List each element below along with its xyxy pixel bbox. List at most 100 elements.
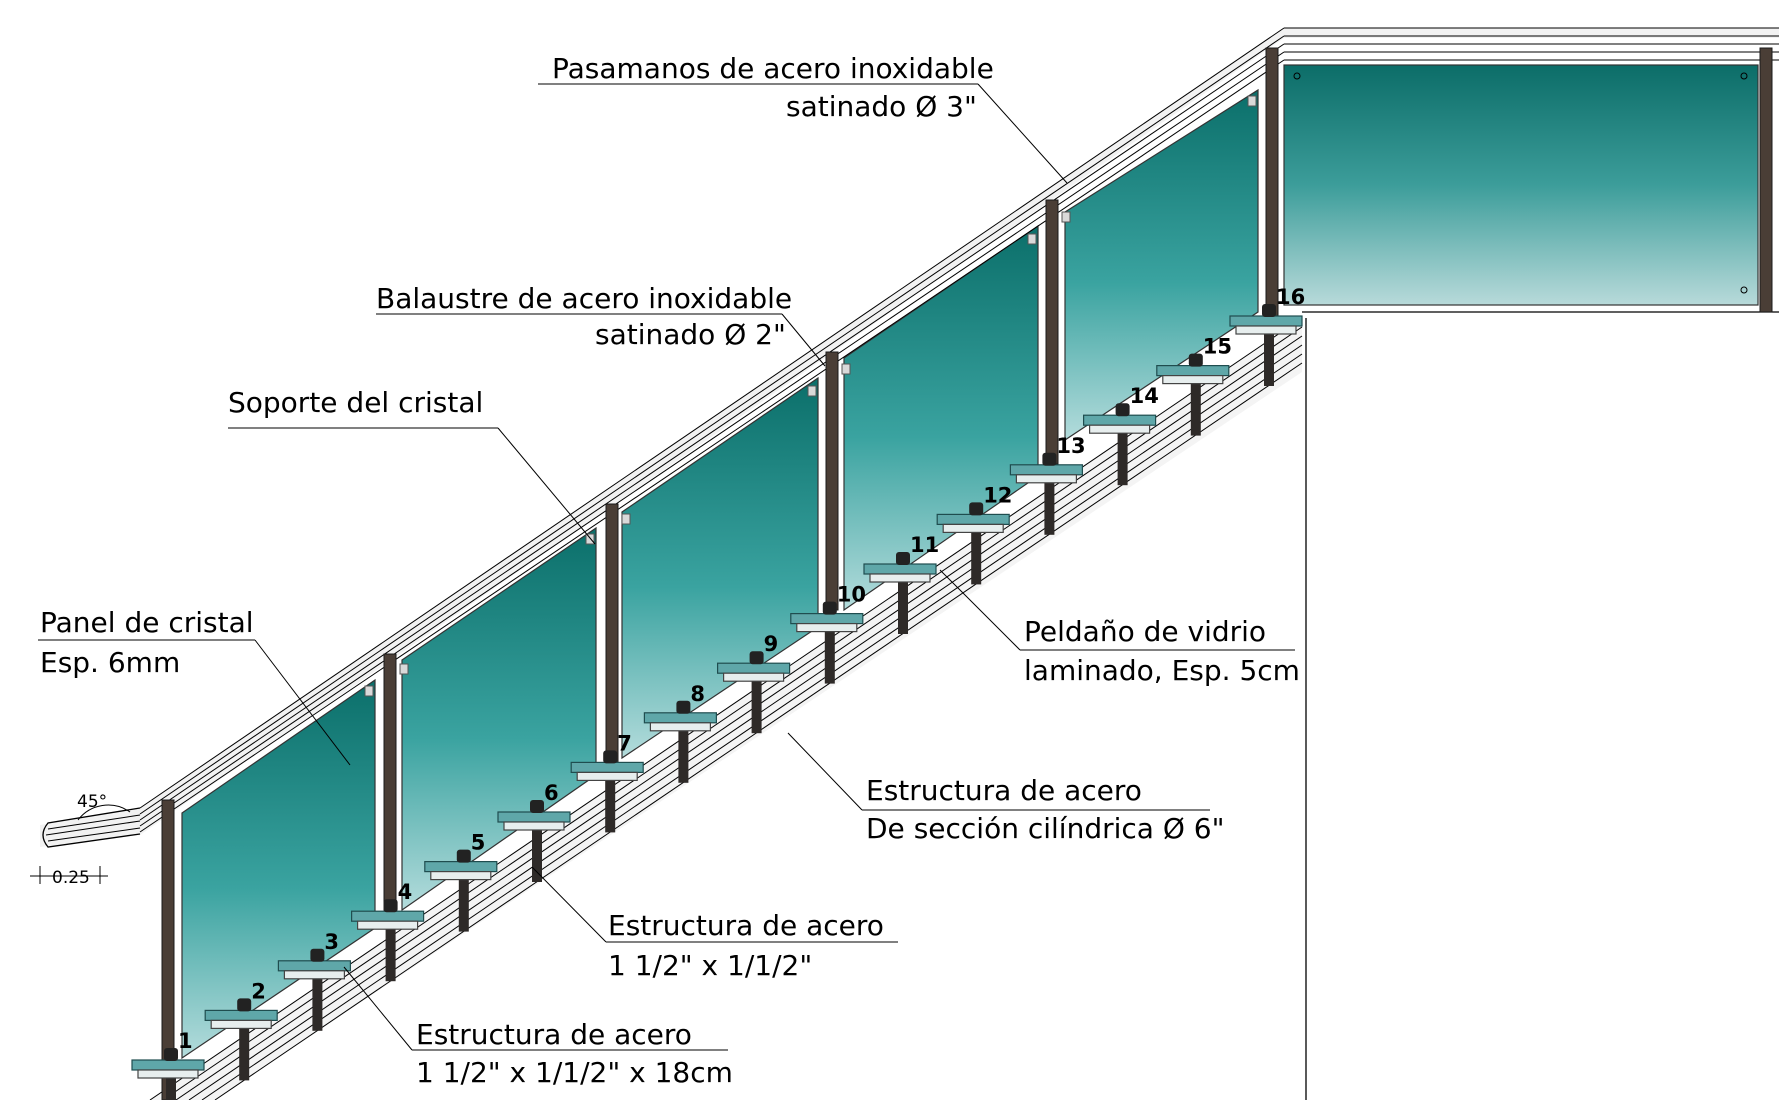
tread-glass-top [643,712,718,724]
tread-support-plate [1162,375,1224,385]
baluster [161,799,175,1100]
tread-steel-stem [1117,433,1128,486]
tread-support-plate [137,1069,199,1079]
tread-steel-stem [532,830,542,882]
baluster [825,351,839,611]
tread-support-plate [576,771,638,782]
tread-steel-stem [312,978,323,1031]
tread-steel-stem [971,532,982,585]
tread-steel-stem [678,730,689,783]
handrail [40,27,1779,848]
step-number: 16 [1276,285,1305,309]
label-glass-panel-line2: Esp. 6mm [40,646,180,679]
tread-support-plate [942,523,1004,534]
tread-bolt [603,750,618,764]
step-number: 11 [910,533,939,557]
tread-glass-top [716,662,791,674]
step-number: 7 [617,731,632,755]
tread-steel-stem [385,929,396,982]
tread-bolt [822,601,837,615]
tread-support-plate [869,573,931,583]
tread-glass-top [424,860,498,873]
baluster [1265,47,1279,325]
tread-bolt [676,700,691,714]
step-number: 15 [1203,335,1232,359]
tread-bolt [969,502,984,516]
glass-tread: 11 [863,533,939,634]
tread-steel-stem [605,780,616,833]
tread-support-plate [430,870,492,881]
tread-bolt [896,552,910,565]
tread-steel-stem [166,1078,176,1100]
tread-support-plate [283,970,345,980]
glass-tread: 7 [570,731,644,833]
label-glass-support: Soporte del cristal [228,386,483,419]
glass-tread: 16 [1229,285,1305,386]
tread-steel-stem [751,681,762,734]
tread-bolt [1262,304,1276,317]
label-base-structure-line1: Estructura de acero [416,1018,692,1051]
glass-tread: 3 [277,930,351,1031]
glass-tread: 15 [1156,335,1232,436]
tread-glass-top [131,1059,205,1071]
tread-support-plate [1015,474,1078,484]
baluster [1759,47,1773,313]
tread-steel-stem [1190,383,1201,436]
label-step-line2: laminado, Esp. 5cm [1024,654,1300,687]
glass-tread: 13 [1009,434,1086,535]
label-main-structure-line1: Estructura de acero [866,774,1142,807]
tread-bolt [1042,452,1057,466]
tread-support-plate [649,722,712,732]
baluster [605,503,619,777]
label-post-structure-line1: Estructura de acero [608,909,884,942]
glass-panel [1064,88,1259,442]
glass-tread: 5 [424,831,498,932]
tread-support-plate [357,920,419,930]
tread-bolt [1188,353,1203,367]
step-number: 2 [251,979,266,1003]
glass-tread: 4 [351,880,425,982]
tread-glass-top [497,811,571,823]
tread-support-plate [1088,424,1151,434]
step-number: 14 [1130,384,1159,408]
step-number: 5 [471,831,486,855]
leader-lines [38,83,1295,1051]
step-number: 9 [764,632,779,656]
tread-steel-stem [898,582,908,634]
tread-glass-top [1156,365,1230,377]
tread-support-plate [503,821,565,831]
step-number: 3 [324,930,339,954]
glass-tread: 2 [204,979,278,1081]
step-number: 6 [544,781,559,805]
tread-bolt [456,849,471,863]
tread-support-plate [722,672,785,682]
tread-support-plate [1235,325,1297,335]
label-baluster-line2: satinado Ø 2" [595,318,786,351]
landing-glass-panel [1283,64,1759,306]
tread-glass-top [1082,414,1157,426]
glass-tread: 1 [131,1029,205,1100]
dimension-end-width: 0.25 [52,868,90,888]
tread-glass-top [1229,315,1303,327]
dimension-angle: 45° [77,792,107,812]
label-handrail-line1: Pasamanos de acero inoxidable [552,52,994,85]
step-number: 4 [398,880,413,904]
dimension-marks [30,804,131,884]
tread-glass-top [863,563,937,575]
tread-bolt [310,948,325,962]
glass-tread: 14 [1082,384,1159,486]
tread-bolt [383,899,398,913]
tread-bolt [749,651,764,665]
baluster [1045,199,1059,465]
label-handrail-line2: satinado Ø 3" [786,90,977,123]
balusters [161,47,1773,1100]
glass-tread: 6 [497,781,571,882]
label-main-structure-line2: De sección cilíndrica Ø 6" [866,812,1224,845]
label-step-line1: Peldaño de vidrio [1024,615,1266,648]
tread-bolt [1115,403,1130,417]
step-number: 12 [983,483,1012,507]
label-baluster-line1: Balaustre de acero inoxidable [376,282,792,315]
tread-glass-top [1009,464,1084,476]
